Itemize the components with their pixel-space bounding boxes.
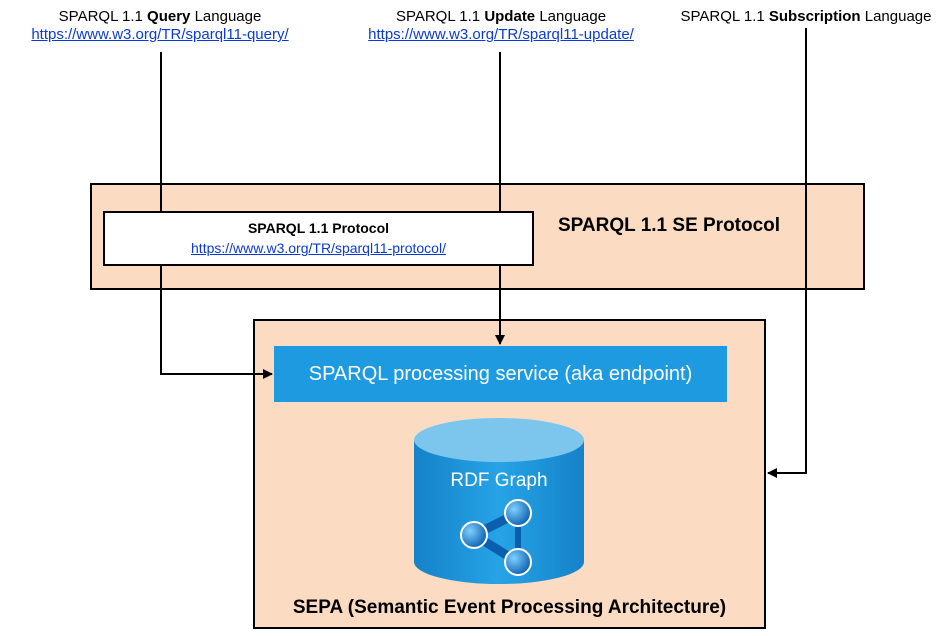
update-language-header: SPARQL 1.1 Update Language https://www.w…: [336, 8, 666, 44]
sepa-label: SEPA (Semantic Event Processing Architec…: [292, 597, 727, 618]
query-wire-lower: [160, 266, 273, 379]
subscription-language-title: SPARQL 1.1 Subscription Language: [680, 8, 932, 25]
protocol-link[interactable]: https://www.w3.org/TR/sparql11-protocol/: [191, 240, 446, 256]
se-protocol-label: SPARQL 1.1 SE Protocol: [558, 215, 781, 236]
rdf-graph-cylinder: [414, 418, 584, 584]
rdf-graph-label: RDF Graph: [450, 470, 548, 491]
protocol-box: SPARQL 1.1 Protocol https://www.w3.org/T…: [103, 211, 534, 266]
protocol-title: SPARQL 1.1 Protocol: [247, 220, 390, 236]
update-language-link[interactable]: https://www.w3.org/TR/sparql11-update/: [368, 26, 634, 43]
subscription-wire: [767, 28, 807, 478]
query-language-title: SPARQL 1.1 Query Language: [58, 8, 262, 25]
processing-service-box[interactable]: SPARQL processing service (aka endpoint): [274, 346, 727, 402]
query-language-header: SPARQL 1.1 Query Language https://www.w3…: [0, 8, 320, 44]
subscription-language-header: SPARQL 1.1 Subscription Language: [668, 8, 944, 26]
graph-network-icon: [460, 499, 532, 576]
query-language-link[interactable]: https://www.w3.org/TR/sparql11-query/: [31, 26, 289, 43]
update-language-title: SPARQL 1.1 Update Language: [395, 8, 607, 25]
